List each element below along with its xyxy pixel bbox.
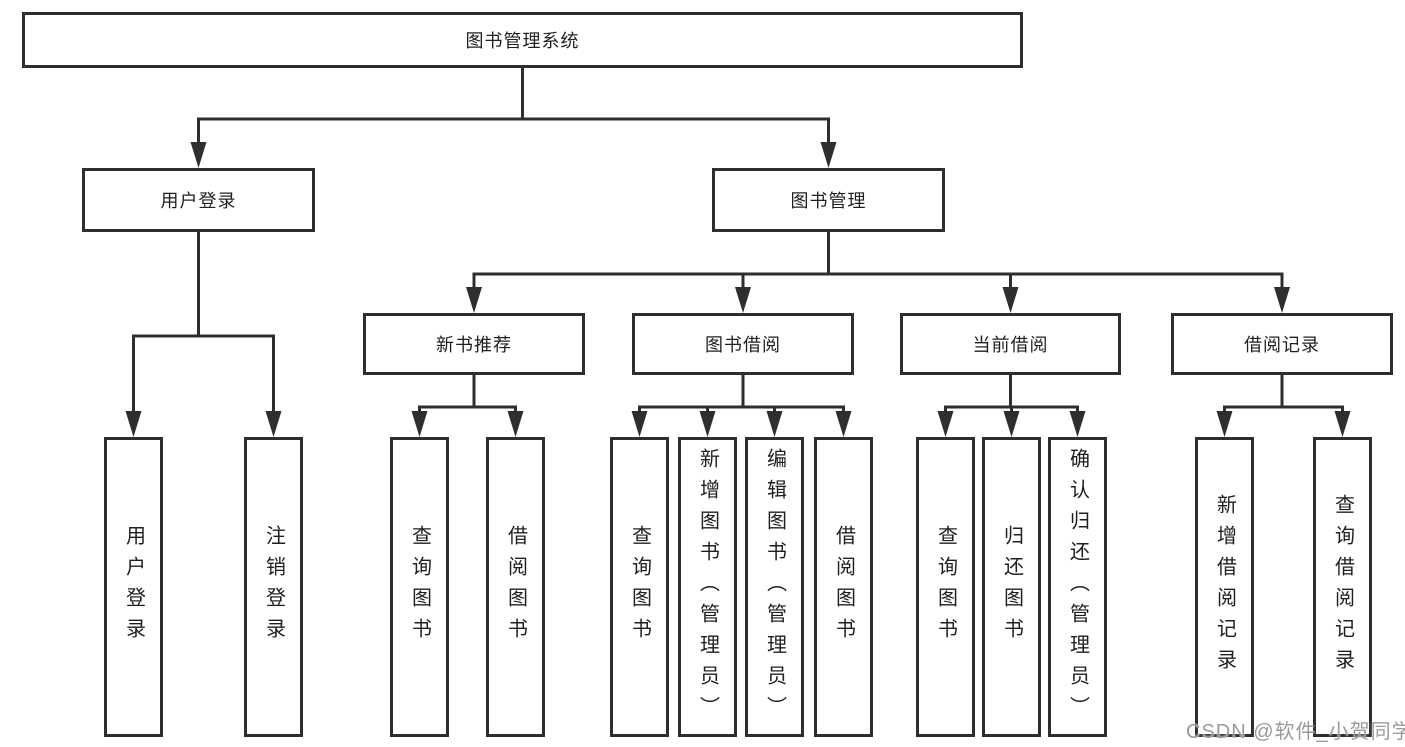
node-borrow-records: 借阅记录 (1171, 313, 1393, 375)
arrowhead (835, 411, 852, 437)
leaf-current-return: 归还图书 (982, 437, 1041, 737)
node-root-label: 图书管理系统 (465, 31, 580, 51)
leaf-records-query: 查询借阅记录 (1313, 437, 1372, 737)
arrowhead (1069, 411, 1086, 437)
leaf-current-confirm-admin-label: 确认归还（管理员） (1066, 447, 1089, 727)
arrowhead (466, 287, 482, 313)
arrowhead (1003, 411, 1020, 437)
connector-current-borrow (937, 375, 1086, 437)
leaf-newbooks-query: 查询图书 (390, 437, 449, 737)
arrowhead (190, 142, 207, 168)
leaf-records-query-label: 查询借阅记录 (1331, 494, 1354, 680)
arrowhead (1002, 287, 1019, 313)
leaf-records-add: 新增借阅记录 (1195, 437, 1254, 737)
arrowhead (507, 411, 524, 437)
connector-book-borrow (631, 375, 852, 437)
node-new-books: 新书推荐 (363, 313, 585, 375)
connector-new-books (411, 375, 524, 437)
leaf-borrow-borrow: 借阅图书 (814, 437, 873, 737)
leaf-borrow-edit-admin: 编辑图书（管理员） (745, 437, 804, 737)
leaf-user-login-label: 用户登录 (122, 525, 145, 649)
connector-root (190, 68, 837, 168)
leaf-newbooks-borrow: 借阅图书 (486, 437, 545, 737)
connector-book-mgmt (466, 232, 1290, 313)
node-book-mgmt-branch-label: 图书管理 (790, 191, 867, 211)
node-user-login-branch: 用户登录 (82, 168, 315, 232)
leaf-borrow-query-label: 查询图书 (628, 525, 651, 649)
leaf-borrow-edit-admin-label: 编辑图书（管理员） (763, 447, 786, 727)
leaf-newbooks-borrow-label: 借阅图书 (504, 525, 527, 649)
arrowhead (766, 411, 783, 437)
csdn-watermark: CSDN @软件_小贺同学 (1186, 721, 1405, 743)
node-current-borrow: 当前借阅 (900, 313, 1121, 375)
arrowhead (631, 411, 648, 437)
leaf-current-query: 查询图书 (916, 437, 975, 737)
connector-borrow-records (1216, 375, 1351, 437)
leaf-records-add-label: 新增借阅记录 (1213, 494, 1236, 680)
leaf-borrow-add-admin-label: 新增图书（管理员） (696, 447, 719, 727)
leaf-user-login: 用户登录 (104, 437, 163, 737)
connector-user-login (125, 232, 282, 437)
leaf-current-return-label: 归还图书 (1000, 525, 1023, 649)
arrowhead (820, 142, 837, 168)
node-user-login-branch-label: 用户登录 (160, 191, 237, 211)
arrowhead (265, 411, 282, 437)
arrowhead (1334, 411, 1351, 437)
leaf-logout: 注销登录 (244, 437, 303, 737)
leaf-logout-label: 注销登录 (262, 525, 285, 649)
leaf-newbooks-query-label: 查询图书 (408, 525, 431, 649)
leaf-borrow-add-admin: 新增图书（管理员） (678, 437, 737, 737)
arrowhead (699, 411, 716, 437)
arrowhead (735, 287, 751, 313)
leaf-current-query-label: 查询图书 (934, 525, 957, 649)
node-book-borrow: 图书借阅 (632, 313, 854, 375)
arrowhead (125, 411, 142, 437)
node-current-borrow-label: 当前借阅 (972, 335, 1049, 355)
arrowhead (1274, 287, 1290, 313)
node-book-borrow-label: 图书借阅 (705, 335, 781, 355)
arrowhead (411, 411, 428, 437)
arrowhead (1216, 411, 1233, 437)
node-borrow-records-label: 借阅记录 (1244, 335, 1320, 355)
leaf-borrow-borrow-label: 借阅图书 (832, 525, 855, 649)
node-new-books-label: 新书推荐 (436, 335, 512, 355)
leaf-current-confirm-admin: 确认归还（管理员） (1048, 437, 1107, 737)
arrowhead (937, 411, 954, 437)
node-root: 图书管理系统 (22, 12, 1023, 68)
leaf-borrow-query: 查询图书 (610, 437, 669, 737)
node-book-mgmt-branch: 图书管理 (712, 168, 945, 232)
